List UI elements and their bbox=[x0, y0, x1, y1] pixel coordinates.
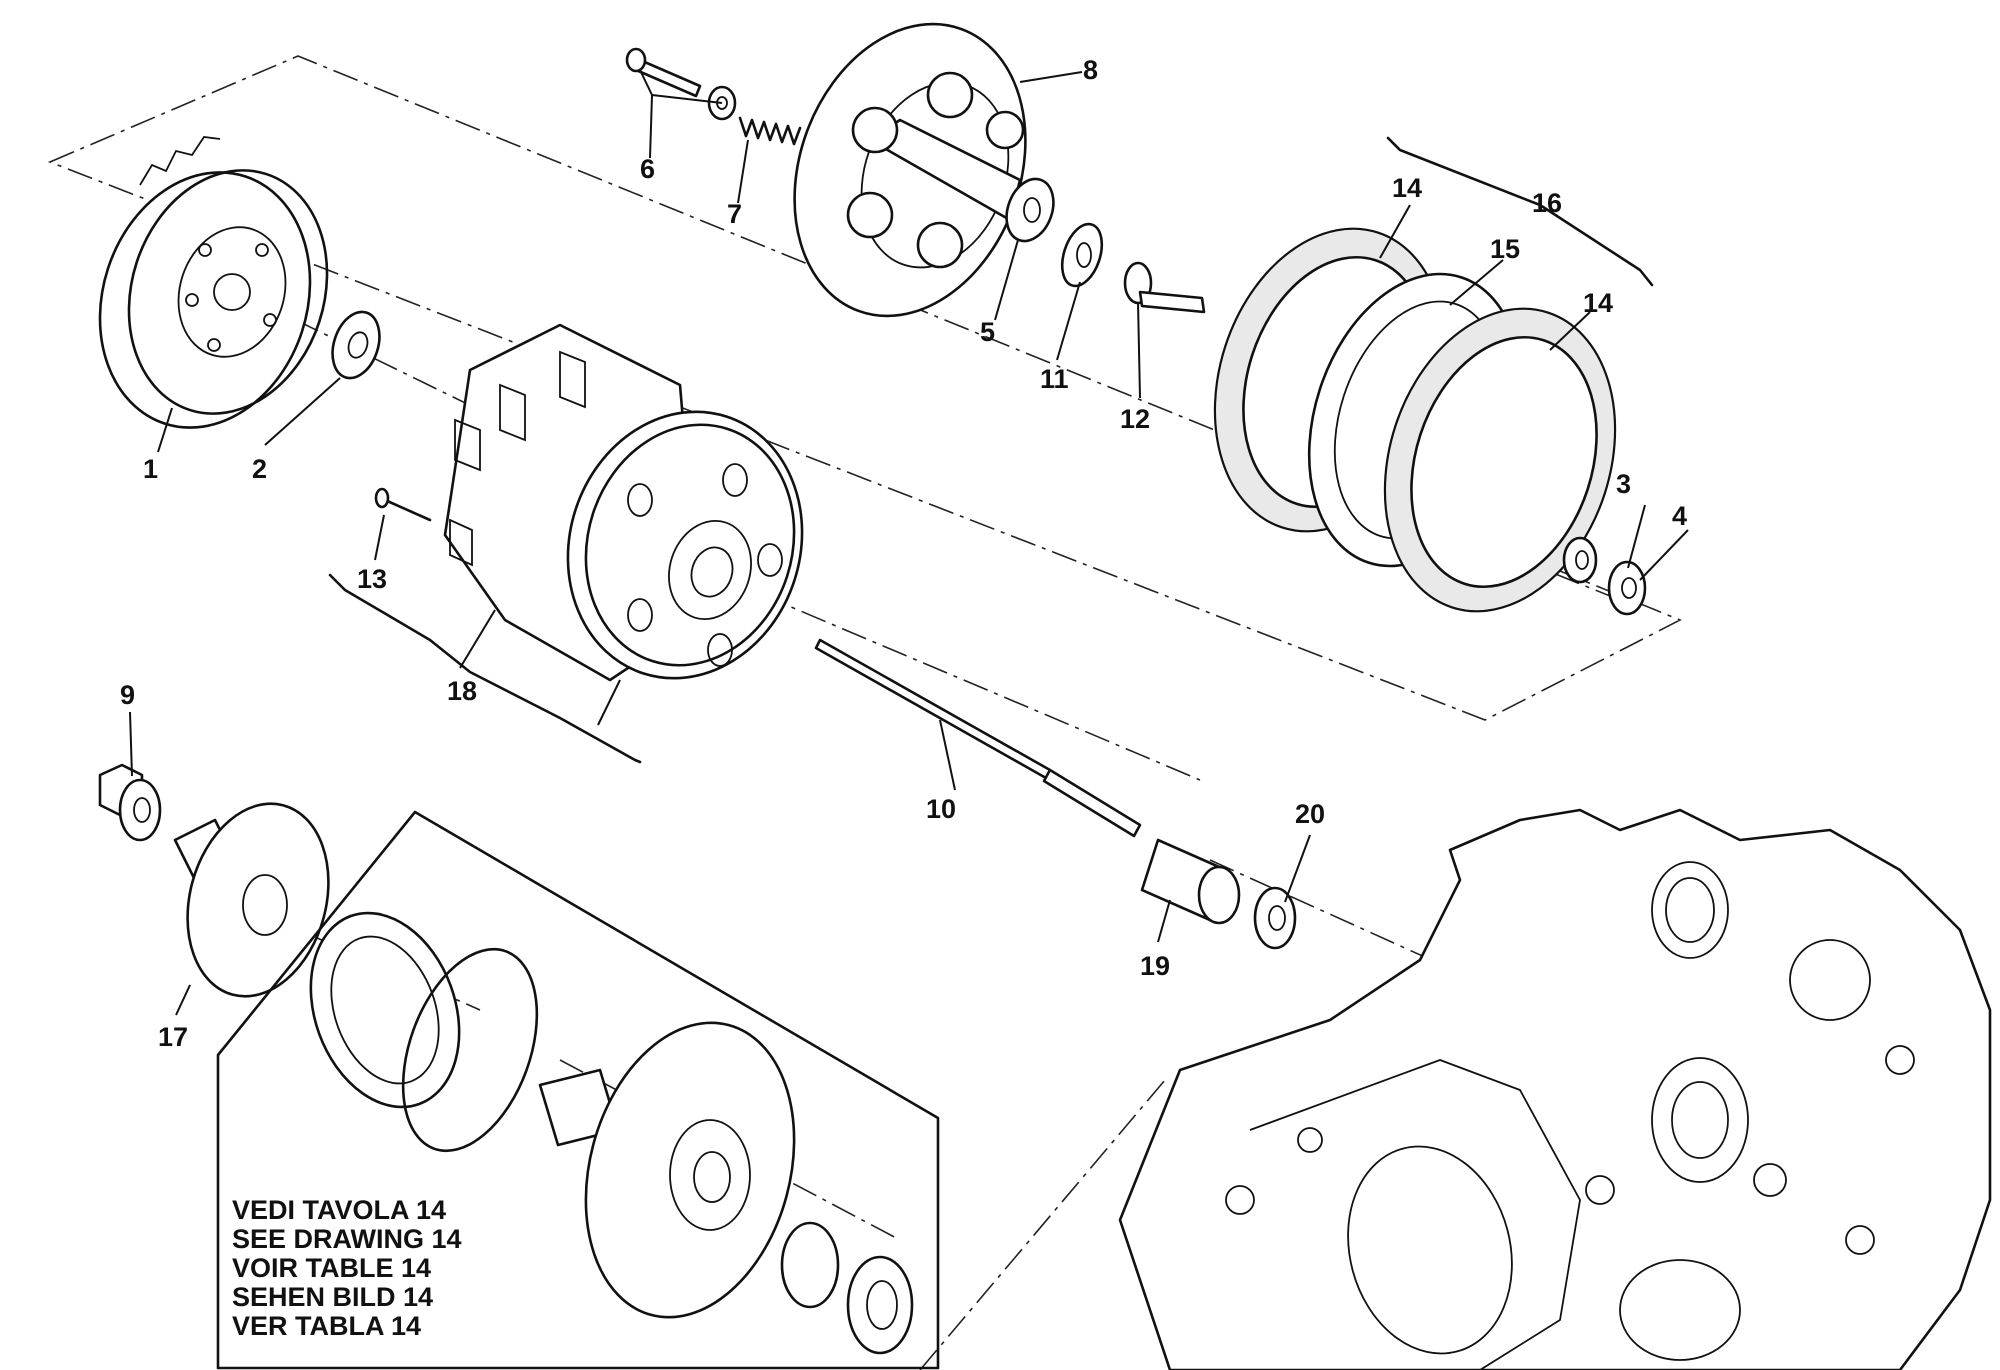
part-12-thrust-piece bbox=[1123, 261, 1206, 314]
crankcase bbox=[1118, 808, 1992, 1370]
callout-19: 19 bbox=[1140, 951, 1170, 981]
callout-1: 1 bbox=[143, 454, 158, 484]
callout-20: 20 bbox=[1295, 799, 1325, 829]
part-18-clutch-housing bbox=[443, 323, 804, 682]
callout-5: 5 bbox=[980, 317, 995, 347]
callout-9: 9 bbox=[120, 680, 135, 710]
part-6-screw-washer bbox=[625, 47, 737, 121]
part-13-bolt bbox=[374, 487, 432, 522]
callout-16: 16 bbox=[1532, 188, 1562, 218]
callout-7: 7 bbox=[727, 199, 742, 229]
part-9-nut bbox=[98, 763, 162, 842]
part-14-15-clutch-discs bbox=[1213, 227, 1617, 613]
part-3-nut bbox=[1562, 536, 1598, 584]
part-2-lock-washer bbox=[331, 310, 381, 380]
callout-6: 6 bbox=[640, 154, 655, 184]
callout-14a: 14 bbox=[1392, 173, 1422, 203]
callout-2: 2 bbox=[252, 454, 267, 484]
note-line-es: VER TABLA 14 bbox=[232, 1311, 422, 1341]
callout-15: 15 bbox=[1490, 234, 1520, 264]
callout-14b: 14 bbox=[1583, 288, 1613, 318]
callout-17: 17 bbox=[158, 1022, 188, 1052]
part-10-push-rod bbox=[814, 638, 1142, 838]
callout-labels: 1 2 3 4 5 6 7 8 9 10 11 12 13 14 14 15 1… bbox=[120, 55, 1687, 1052]
part-7-spring bbox=[738, 116, 802, 146]
callout-10: 10 bbox=[926, 794, 956, 824]
part-11-bearing bbox=[1060, 222, 1104, 288]
callout-12: 12 bbox=[1120, 404, 1150, 434]
callout-18: 18 bbox=[447, 676, 477, 706]
callout-4: 4 bbox=[1672, 501, 1687, 531]
leader-lines bbox=[129, 69, 1689, 1016]
part-8-pressure-plate bbox=[793, 22, 1027, 318]
part-4-tab-washer bbox=[1607, 560, 1647, 616]
note-line-de: SEHEN BILD 14 bbox=[232, 1282, 434, 1312]
note-line-it: VEDI TAVOLA 14 bbox=[232, 1195, 447, 1225]
part-5-washer bbox=[1005, 177, 1055, 243]
group-brackets bbox=[328, 136, 1654, 764]
see-drawing-note: VEDI TAVOLA 14 SEE DRAWING 14 VOIR TABLE… bbox=[232, 1196, 462, 1341]
callout-8: 8 bbox=[1083, 55, 1098, 85]
callout-13: 13 bbox=[357, 564, 387, 594]
assembly-dash-outline bbox=[47, 55, 1682, 721]
note-line-fr: VOIR TABLE 14 bbox=[232, 1253, 432, 1283]
part-1-clutch-hub bbox=[98, 136, 329, 429]
callout-11: 11 bbox=[1040, 364, 1069, 394]
note-line-en: SEE DRAWING 14 bbox=[232, 1224, 462, 1254]
part-17-drive-gear bbox=[173, 802, 330, 998]
callout-3: 3 bbox=[1616, 469, 1631, 499]
part-20-washer bbox=[1253, 886, 1297, 950]
starter-components-box bbox=[216, 810, 940, 1370]
part-19-bushing bbox=[1140, 838, 1241, 925]
